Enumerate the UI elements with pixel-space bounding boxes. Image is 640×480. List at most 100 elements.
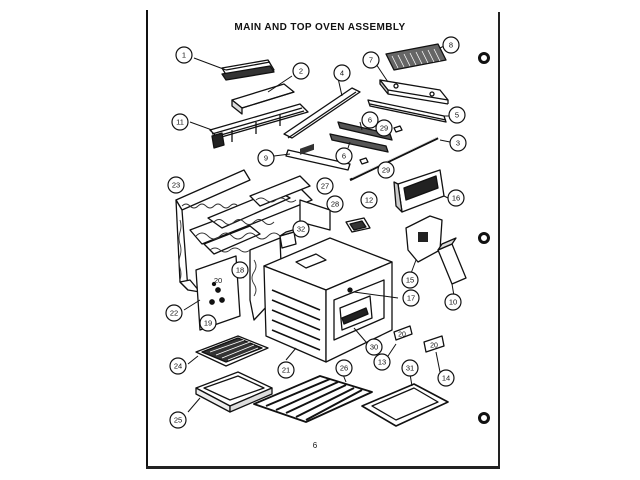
part-10-elbow-duct <box>437 237 467 297</box>
callout-labels: 1234566789101112131415161718192122232425… <box>170 41 460 425</box>
callout-label-31: 31 <box>406 364 414 373</box>
callout-label-3: 3 <box>456 139 460 148</box>
callout-circle-10 <box>444 293 462 311</box>
callout-circle-1 <box>175 46 193 64</box>
binder-hole-top <box>478 52 490 64</box>
callout-label-1: 1 <box>182 51 186 60</box>
callout-label-24: 24 <box>174 362 182 371</box>
callout-circle-4 <box>333 64 351 82</box>
callout-circle-19 <box>199 314 217 332</box>
callout-label-27: 27 <box>321 182 329 191</box>
callout-circle-17 <box>402 289 420 307</box>
callout-circle-11 <box>171 113 189 131</box>
part-16-side-panel <box>393 169 449 213</box>
callout-circle-9 <box>257 149 275 167</box>
callout-circle-8 <box>442 36 460 54</box>
callout-circle-31 <box>401 359 419 377</box>
callout-circles <box>165 36 467 429</box>
callout-circle-6 <box>335 147 353 165</box>
insulation-texture <box>178 197 297 297</box>
callout-label-23: 23 <box>172 181 180 190</box>
diagram-title: MAIN AND TOP OVEN ASSEMBLY <box>234 22 406 33</box>
part-9-bar <box>273 149 351 171</box>
part-tag-label-tag13: 20 <box>398 332 406 339</box>
part-30-leader <box>353 327 367 343</box>
callout-label-20: 20 <box>214 276 222 285</box>
callout-label-19: 19 <box>204 319 212 328</box>
callout-circle-6 <box>361 111 379 129</box>
callout-label-32: 32 <box>297 225 305 234</box>
callout-circle-22 <box>165 304 183 322</box>
binder-hole-middle <box>478 232 490 244</box>
page-edge-left <box>146 10 148 468</box>
part-17-leader <box>353 291 399 299</box>
callout-label-17: 17 <box>407 294 415 303</box>
callout-circle-12 <box>360 191 378 209</box>
page-edge-bottom <box>146 466 500 469</box>
callout-label-8: 8 <box>449 41 453 50</box>
callout-circle-5 <box>448 106 466 124</box>
callout-label-30: 30 <box>370 343 378 352</box>
part-31-tray <box>361 373 449 427</box>
part-8-vent-grille <box>385 43 447 71</box>
part-2-bracket <box>231 75 295 115</box>
callout-label-2: 2 <box>299 67 303 76</box>
binder-hole-bottom <box>478 412 490 424</box>
callout-circle-28 <box>326 195 344 213</box>
callout-label-6: 6 <box>368 116 372 125</box>
callout-circle-16 <box>447 189 465 207</box>
tag-13-shape <box>387 325 413 357</box>
part-7-plate <box>375 63 449 105</box>
callout-label-10: 10 <box>449 298 457 307</box>
callout-circle-29 <box>377 161 395 179</box>
part-22-side-bracket <box>183 255 241 331</box>
callout-circle-24 <box>169 357 187 375</box>
callout-circle-23 <box>167 176 185 194</box>
callout-label-6: 6 <box>342 152 346 161</box>
tag-20-shape <box>211 281 217 287</box>
callout-label-21: 21 <box>282 366 290 375</box>
callout-label-9: 9 <box>264 154 268 163</box>
callout-circle-7 <box>362 51 380 69</box>
callout-label-13: 13 <box>378 358 386 367</box>
callout-circle-14 <box>437 369 455 387</box>
callout-circle-29 <box>375 119 393 137</box>
callout-label-29: 29 <box>382 166 390 175</box>
part-6-channels <box>329 121 393 153</box>
tag-14-shape <box>423 335 445 373</box>
callout-label-25: 25 <box>174 416 182 425</box>
callout-circle-18 <box>231 261 249 279</box>
callout-label-29: 29 <box>380 124 388 133</box>
callout-label-22: 22 <box>170 309 178 318</box>
callout-circle-13 <box>373 353 391 371</box>
part-5-rail <box>367 99 452 123</box>
callout-label-5: 5 <box>455 111 459 120</box>
callout-label-11: 11 <box>176 118 184 127</box>
part-21-oven-cavity <box>263 143 393 363</box>
callout-label-28: 28 <box>331 200 339 209</box>
page-edge-right <box>498 12 500 466</box>
part-12-small-plate <box>345 217 371 233</box>
callout-label-12: 12 <box>365 196 373 205</box>
page-number: 6 <box>312 441 318 450</box>
part-11-grille <box>189 103 309 149</box>
part-26-oven-rack <box>253 371 373 423</box>
callout-circle-21 <box>277 361 295 379</box>
part-25-broiler-pan <box>187 371 273 413</box>
callout-circle-25 <box>169 411 187 429</box>
callout-label-15: 15 <box>406 276 414 285</box>
callout-circle-32 <box>292 220 310 238</box>
callout-label-14: 14 <box>442 374 450 383</box>
callout-circle-15 <box>401 271 419 289</box>
callout-label-4: 4 <box>340 69 344 78</box>
part-29-clips <box>359 125 403 165</box>
part-15-side-duct <box>405 215 443 277</box>
part-1-trim-strip <box>193 57 275 81</box>
callout-circle-26 <box>335 359 353 377</box>
part-24-broiler-rack <box>187 335 269 367</box>
part-4-rail <box>283 77 361 139</box>
callout-label-18: 18 <box>236 266 244 275</box>
